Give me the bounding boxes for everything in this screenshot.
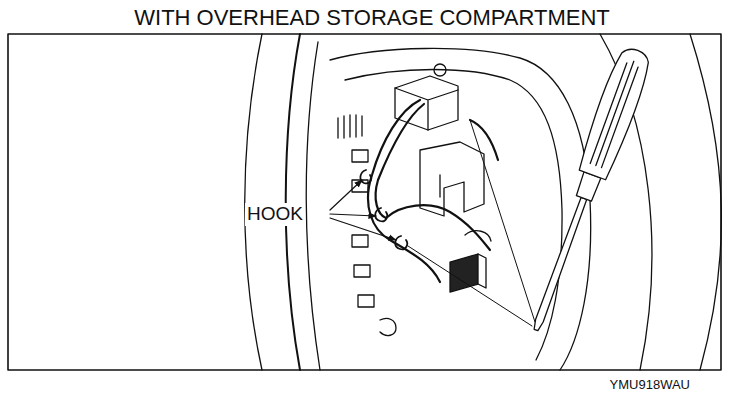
opening-outline (330, 48, 591, 370)
figure-frame (8, 34, 721, 370)
screwdriver (519, 44, 654, 336)
opening-edge (306, 42, 320, 370)
wiring-harness (368, 100, 498, 282)
connector-block (395, 64, 458, 130)
figure-code: YMU918WAU (610, 378, 690, 392)
opening-inner (345, 70, 562, 361)
part-label: HOOK (245, 203, 305, 226)
figure-title: WITH OVERHEAD STORAGE COMPARTMENT (4, 6, 736, 30)
headliner-edge (286, 34, 300, 370)
panel-curve (690, 34, 721, 370)
rail-slots (338, 115, 396, 335)
relay-box (450, 254, 486, 292)
trim-edge (245, 34, 262, 370)
guide-line (408, 246, 532, 326)
leader-line (330, 180, 396, 240)
hook (360, 170, 407, 249)
